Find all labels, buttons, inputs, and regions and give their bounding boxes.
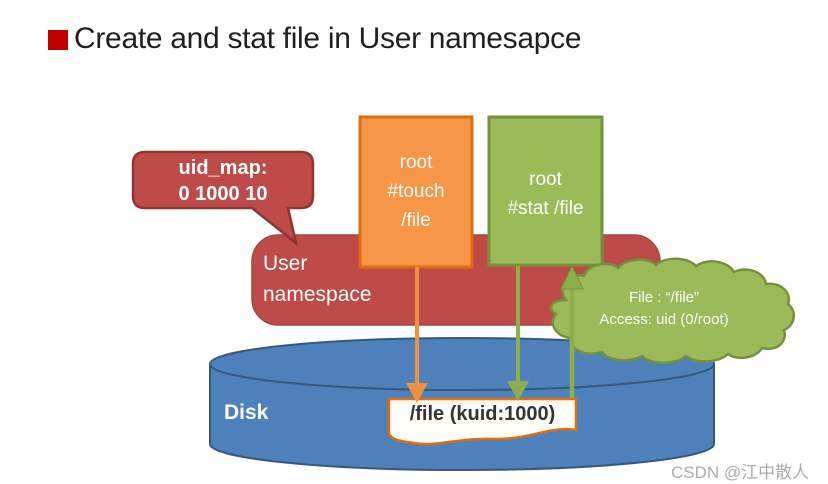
- stat-line1: root: [529, 169, 562, 190]
- watermark: CSDN @江中散人: [671, 463, 810, 482]
- stat-process-text: root #stat /file: [489, 165, 602, 223]
- touch-process-text: root #touch /file: [360, 148, 472, 235]
- disk-label: Disk: [224, 401, 269, 424]
- stat-down-arrow: [507, 266, 529, 401]
- uid-map-line1: uid_map:: [178, 157, 268, 179]
- file-node-label: /file (kuid:1000): [409, 403, 556, 425]
- touch-down-arrow: [406, 267, 428, 403]
- user-namespace-line2: namespace: [263, 283, 372, 306]
- touch-process-box-shape: [358, 115, 474, 269]
- file-document-shape: [387, 397, 578, 446]
- uid-map-callout-text: uid_map: 0 1000 10: [133, 155, 313, 207]
- cloud-line1: File : “/file”: [628, 289, 699, 306]
- uid-map-line2: 0 1000 10: [178, 183, 268, 205]
- access-result-cloud-text: File : “/file” Access: uid (0/root): [554, 287, 774, 331]
- uid-map-callout-shape: [131, 150, 315, 247]
- touch-line1: root: [399, 152, 433, 173]
- title-bullet-icon: [48, 30, 68, 50]
- touch-line2: #touch: [387, 181, 445, 202]
- stat-return-up-arrow: [560, 264, 584, 398]
- access-result-cloud-shape: [549, 257, 796, 364]
- page-title: Create and stat file in User namesapce: [74, 22, 582, 55]
- cloud-line2: Access: uid (0/root): [599, 311, 729, 328]
- user-namespace-line1: User: [263, 252, 308, 275]
- stat-process-box-shape: [487, 115, 604, 267]
- user-namespace-label: User namespace: [263, 248, 372, 310]
- touch-line3: /file: [401, 210, 431, 231]
- stat-line2: #stat /file: [507, 198, 584, 219]
